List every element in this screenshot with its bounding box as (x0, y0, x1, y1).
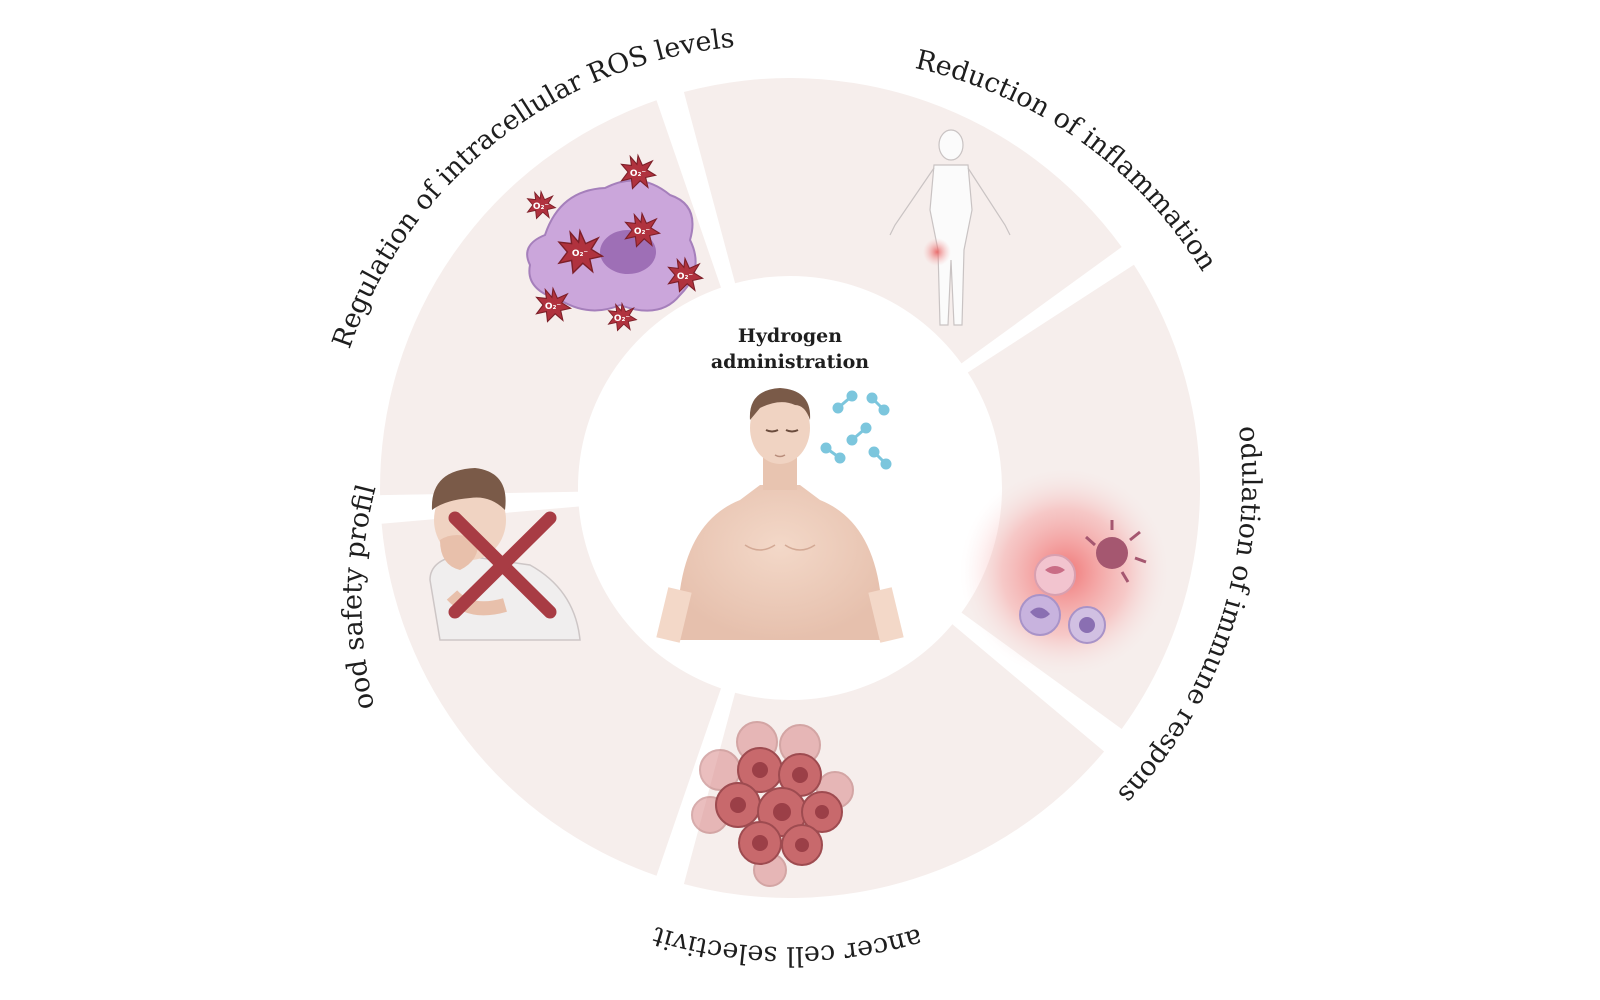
segment-immune-illustration (960, 467, 1170, 677)
svg-text:O₂⁻: O₂⁻ (545, 302, 562, 312)
svg-text:O₂⁻: O₂⁻ (677, 272, 694, 282)
segment-ros-illustration: O₂⁻ O₂⁻ O₂⁻ O₂⁻ O₂⁻ O₂⁻ O₂⁻ (526, 154, 704, 331)
center-title-line2: administration (711, 351, 869, 373)
superoxide-radical-icon: O₂⁻ (667, 257, 704, 293)
center-title-line1: Hydrogen (738, 325, 842, 347)
superoxide-radical-icon: O₂⁻ (527, 191, 556, 219)
cross-out-icon (448, 511, 557, 619)
svg-text:O₂⁻: O₂⁻ (634, 227, 651, 237)
inflammation-spot-icon (923, 238, 951, 266)
superoxide-radical-icon: O₂⁻ (535, 287, 572, 323)
superoxide-radical-icon: O₂⁻ (558, 230, 604, 274)
svg-text:O₂⁻: O₂⁻ (533, 202, 550, 212)
segment-safety-illustration (429, 468, 581, 641)
svg-text:O₂⁻: O₂⁻ (630, 169, 647, 179)
segment-inflammation-illustration (889, 129, 1011, 326)
coughing-person-icon (429, 468, 581, 641)
segment-immune (683, 78, 1122, 364)
svg-text:O₂⁻: O₂⁻ (572, 249, 589, 259)
segment-cancer-illustration (691, 721, 854, 887)
superoxide-radical-icon: O₂⁻ (608, 303, 637, 331)
superoxide-radical-icon: O₂⁻ (624, 212, 661, 248)
label-safety: Good safety profile (0, 0, 382, 713)
dendritic-cell-icon (1085, 520, 1147, 583)
superoxide-radical-icon: O₂⁻ (620, 154, 657, 190)
h2-molecules-icon (820, 390, 892, 470)
center-hydrogen-administration: Hydrogen administration (656, 325, 904, 643)
neutrophil-cell-icon (1034, 554, 1076, 596)
man-torso-illustration (656, 388, 904, 643)
svg-text:O₂⁻: O₂⁻ (614, 314, 631, 324)
